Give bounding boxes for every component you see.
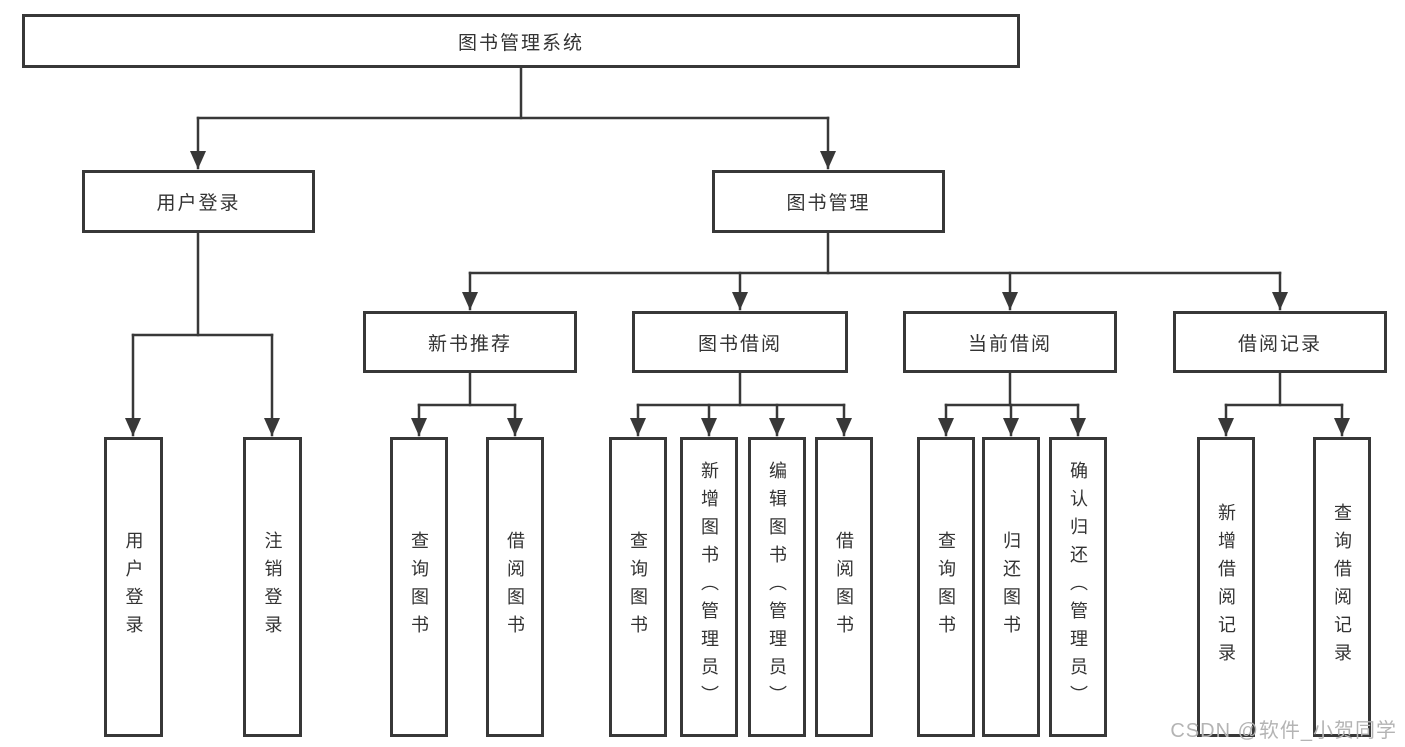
- leaf-current-return-book: 归还图书: [982, 437, 1040, 737]
- csdn-watermark: CSDN @软件_小贺同学: [1170, 720, 1397, 742]
- leaf-current-query-book: 查询图书: [917, 437, 975, 737]
- leaf-recommend-query-book: 查询图书: [390, 437, 448, 737]
- node-user-login: 用户登录: [82, 170, 315, 233]
- node-new-book-recommend: 新书推荐: [363, 311, 577, 373]
- leaf-user-login: 用户登录: [104, 437, 163, 737]
- leaf-logout: 注销登录: [243, 437, 302, 737]
- leaf-recommend-borrow-book: 借阅图书: [486, 437, 544, 737]
- leaf-borrow-query-book: 查询图书: [609, 437, 667, 737]
- leaf-current-confirm-return-admin: 确认归还（管理员）: [1049, 437, 1107, 737]
- leaf-borrow-add-book-admin: 新增图书（管理员）: [680, 437, 738, 737]
- leaf-record-query-record: 查询借阅记录: [1313, 437, 1371, 737]
- node-current-borrow: 当前借阅: [903, 311, 1117, 373]
- leaf-borrow-edit-book-admin: 编辑图书（管理员）: [748, 437, 806, 737]
- leaf-record-add-record: 新增借阅记录: [1197, 437, 1255, 737]
- node-book-management: 图书管理: [712, 170, 945, 233]
- node-book-borrow: 图书借阅: [632, 311, 848, 373]
- node-borrow-record: 借阅记录: [1173, 311, 1387, 373]
- leaf-borrow-borrow-book: 借阅图书: [815, 437, 873, 737]
- node-root-system: 图书管理系统: [22, 14, 1020, 68]
